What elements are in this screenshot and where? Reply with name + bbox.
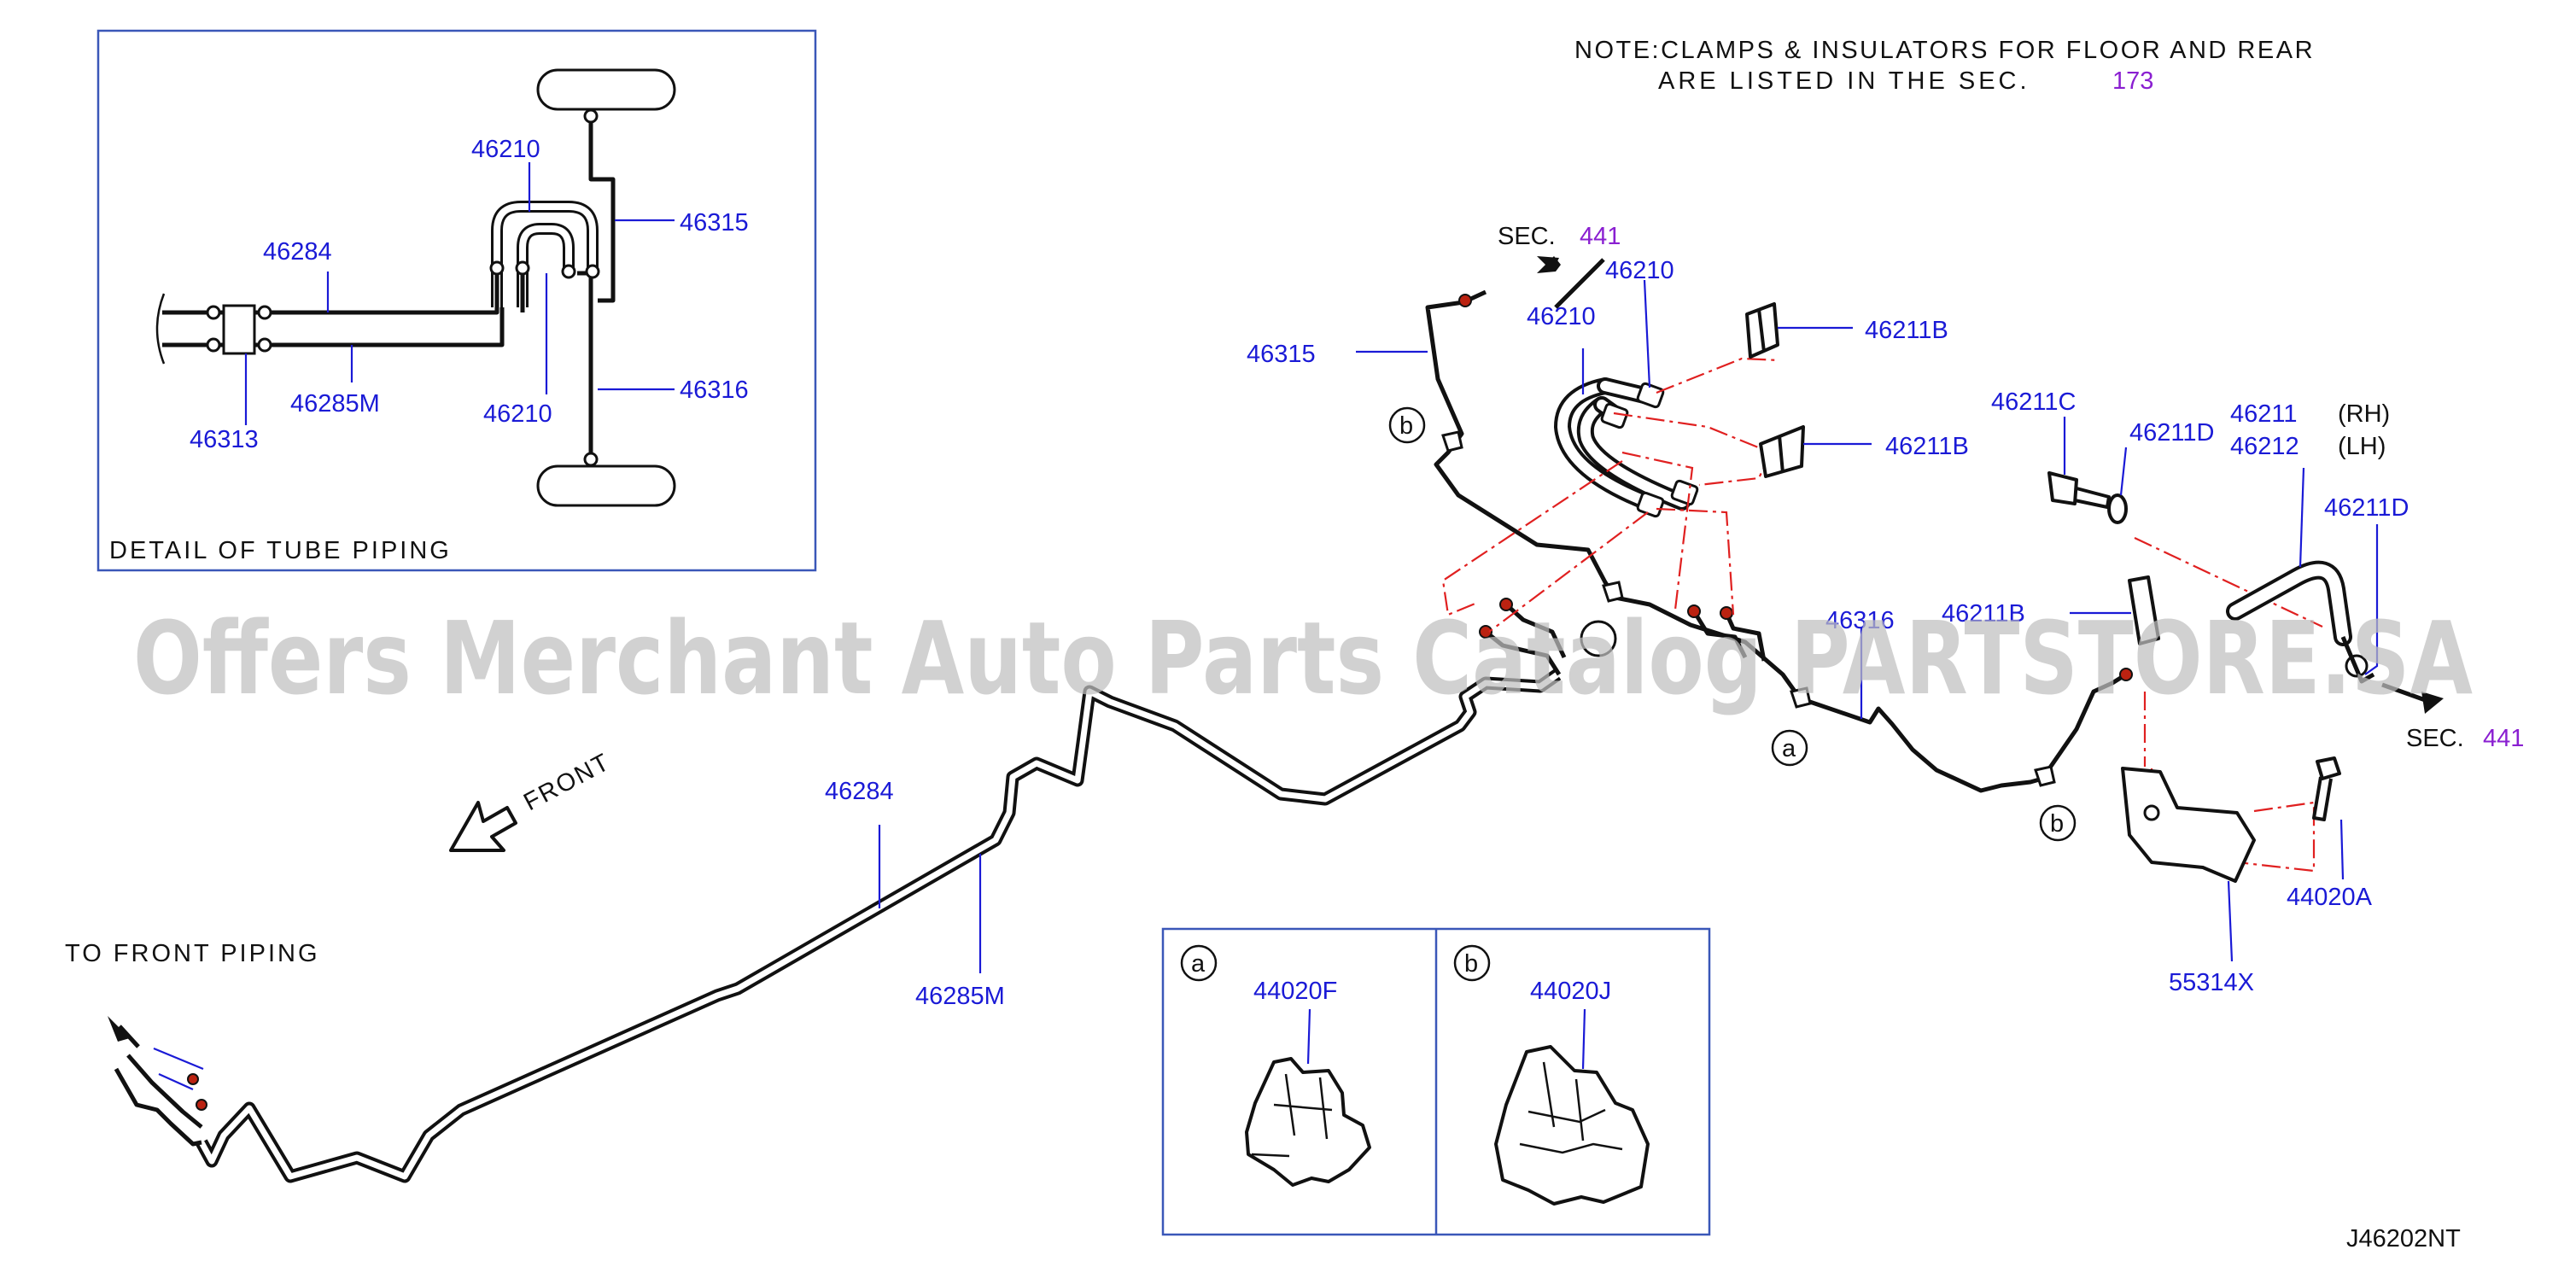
- front-tube-tail: [114, 1067, 202, 1147]
- diagram-code: J46202NT: [2346, 1225, 2461, 1252]
- svg-text:b: b: [1464, 950, 1478, 978]
- detail-label-46284: 46284: [263, 238, 332, 266]
- bracket-55314x: [2121, 767, 2256, 883]
- clip-44020j-icon: [1494, 1045, 1650, 1206]
- label-46210-a: 46210: [1605, 257, 1674, 284]
- front-label: FRONT: [519, 748, 615, 816]
- label-46211b-2: 46211B: [1885, 433, 1969, 460]
- sec-ref-right: 441: [2483, 725, 2524, 752]
- label-55314x: 55314X: [2169, 969, 2254, 996]
- to-front-piping-label: TO FRONT PIPING: [65, 940, 320, 967]
- callout-a: [1771, 729, 1808, 767]
- label-rh: (RH): [2338, 400, 2390, 428]
- label-46211d-2: 46211D: [2324, 494, 2409, 522]
- clip-marker-3: [1790, 686, 1812, 709]
- bracket-46211b-1: [1745, 302, 1779, 359]
- watermark-text: Offers Merchant Auto Parts Catalog PARTS…: [133, 599, 2473, 717]
- bolt-44020a: [2312, 756, 2341, 821]
- clip-inset: a b 44020F 44020J: [1161, 927, 1711, 1236]
- detail-break-mark: [155, 293, 166, 365]
- callout-b-lower: [2039, 804, 2077, 842]
- svg-text:a: a: [1191, 950, 1206, 978]
- bracket-46211b-2: [1759, 425, 1805, 478]
- detail-tube-46315: [588, 118, 616, 303]
- label-46284: 46284: [825, 778, 894, 805]
- callout-b-upper: [1388, 406, 1426, 444]
- label-46211: 46211: [2230, 400, 2298, 428]
- label-46316: 46316: [1825, 607, 1895, 634]
- detail-fitting-top: [583, 108, 599, 124]
- clip-marker-2: [1602, 581, 1624, 603]
- detail-label-46316: 46316: [680, 377, 749, 404]
- front-arrow-icon: [449, 801, 517, 852]
- detail-wheel-top: [536, 68, 676, 111]
- detail-tube-46316: [577, 271, 593, 461]
- detail-label-46285m: 46285M: [290, 390, 380, 417]
- detail-hose-outer: [491, 201, 599, 307]
- label-46210-b: 46210: [1527, 303, 1596, 330]
- main-double-tube: [196, 669, 1562, 1183]
- tube-46316-run: [1425, 300, 2128, 793]
- front-direction: FRONT: [449, 748, 615, 852]
- svg-text:a: a: [1782, 735, 1796, 762]
- label-46285m: 46285M: [915, 983, 1005, 1010]
- sec-441-top-arrow: [1537, 256, 1561, 273]
- detail-label-46315: 46315: [680, 209, 749, 236]
- detail-connector-46313: [222, 304, 256, 355]
- label-46211b-1: 46211B: [1865, 317, 1948, 344]
- washer-46211d: [2107, 493, 2128, 524]
- bolt-46211c: [2047, 471, 2111, 509]
- svg-text:b: b: [1399, 412, 1413, 440]
- grommet: [1580, 620, 1617, 657]
- detail-tube-46285m: [272, 307, 505, 347]
- detail-label-46210-bottom: 46210: [483, 400, 552, 428]
- sec-ref-top: 441: [1580, 223, 1621, 250]
- clip-a-callout: [1180, 944, 1218, 982]
- clip-b-callout: [1453, 944, 1491, 982]
- label-46212: 46212: [2230, 433, 2299, 460]
- detail-inset: 46210 46284 46315 46285M 46210 46316 463…: [96, 29, 817, 572]
- detail-frame: [96, 29, 817, 572]
- sec-label-right: SEC.: [2406, 725, 2464, 752]
- clip-44020f-icon: [1245, 1057, 1371, 1187]
- bracket-46211b-3: [2128, 575, 2160, 645]
- label-lh: (LH): [2338, 433, 2386, 460]
- label-44020a: 44020A: [2287, 884, 2373, 911]
- clip-marker-4: [2034, 765, 2056, 787]
- detail-fitting-bottom: [583, 452, 599, 467]
- sec-label-top: SEC.: [1498, 223, 1556, 250]
- label-46211b-3: 46211B: [1942, 600, 2025, 628]
- svg-text:b: b: [2050, 810, 2064, 838]
- detail-label-46210-top: 46210: [471, 136, 540, 163]
- detail-label-46313: 46313: [190, 426, 259, 453]
- detail-caption: DETAIL OF TUBE PIPING: [109, 537, 452, 564]
- clip-b-part: 44020J: [1530, 978, 1611, 1005]
- label-46315: 46315: [1247, 341, 1316, 368]
- note-line-1: NOTE:CLAMPS & INSULATORS FOR FLOOR AND R…: [1574, 37, 2315, 64]
- detail-tube-46284: [272, 273, 499, 315]
- clip-marker-1: [1441, 430, 1463, 452]
- to-front-arrow: [108, 1016, 130, 1042]
- sec-441-right-arrow: [2421, 692, 2444, 714]
- label-46211c: 46211C: [1991, 388, 2076, 416]
- detail-wheel-bottom: [536, 464, 676, 507]
- note-line-2: ARE LISTED IN THE SEC.: [1658, 67, 2030, 95]
- label-46211d-1: 46211D: [2129, 419, 2214, 447]
- clip-a-part: 44020F: [1253, 978, 1337, 1005]
- note-sec-ref: 173: [2112, 67, 2153, 95]
- hose-46210-assembly: [1553, 377, 1699, 518]
